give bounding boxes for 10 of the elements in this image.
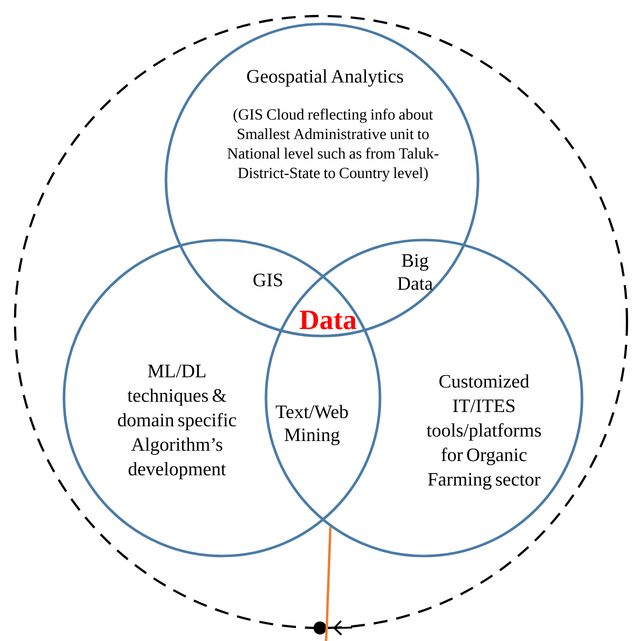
region-label: Data [300, 310, 356, 330]
circle-text: ML/DL techniques & domain specific Algorithm’s development [118, 364, 236, 480]
region-label: Big Data [398, 254, 433, 290]
region-label: GIS [253, 274, 282, 286]
dot [314, 622, 326, 634]
region-label: Text/Web Mining [276, 404, 348, 446]
circle-text: Geospatial Analytics [247, 69, 404, 87]
circle-text: (GIS Cloud reflecting info about Smallest Administrative unit to National level such as from Taluk-District-State to Country level) [228, 108, 438, 182]
connector-line [324, 526, 332, 641]
circle-text: Customized IT/ITES tools/platforms for Organic Farming sector [426, 374, 541, 490]
